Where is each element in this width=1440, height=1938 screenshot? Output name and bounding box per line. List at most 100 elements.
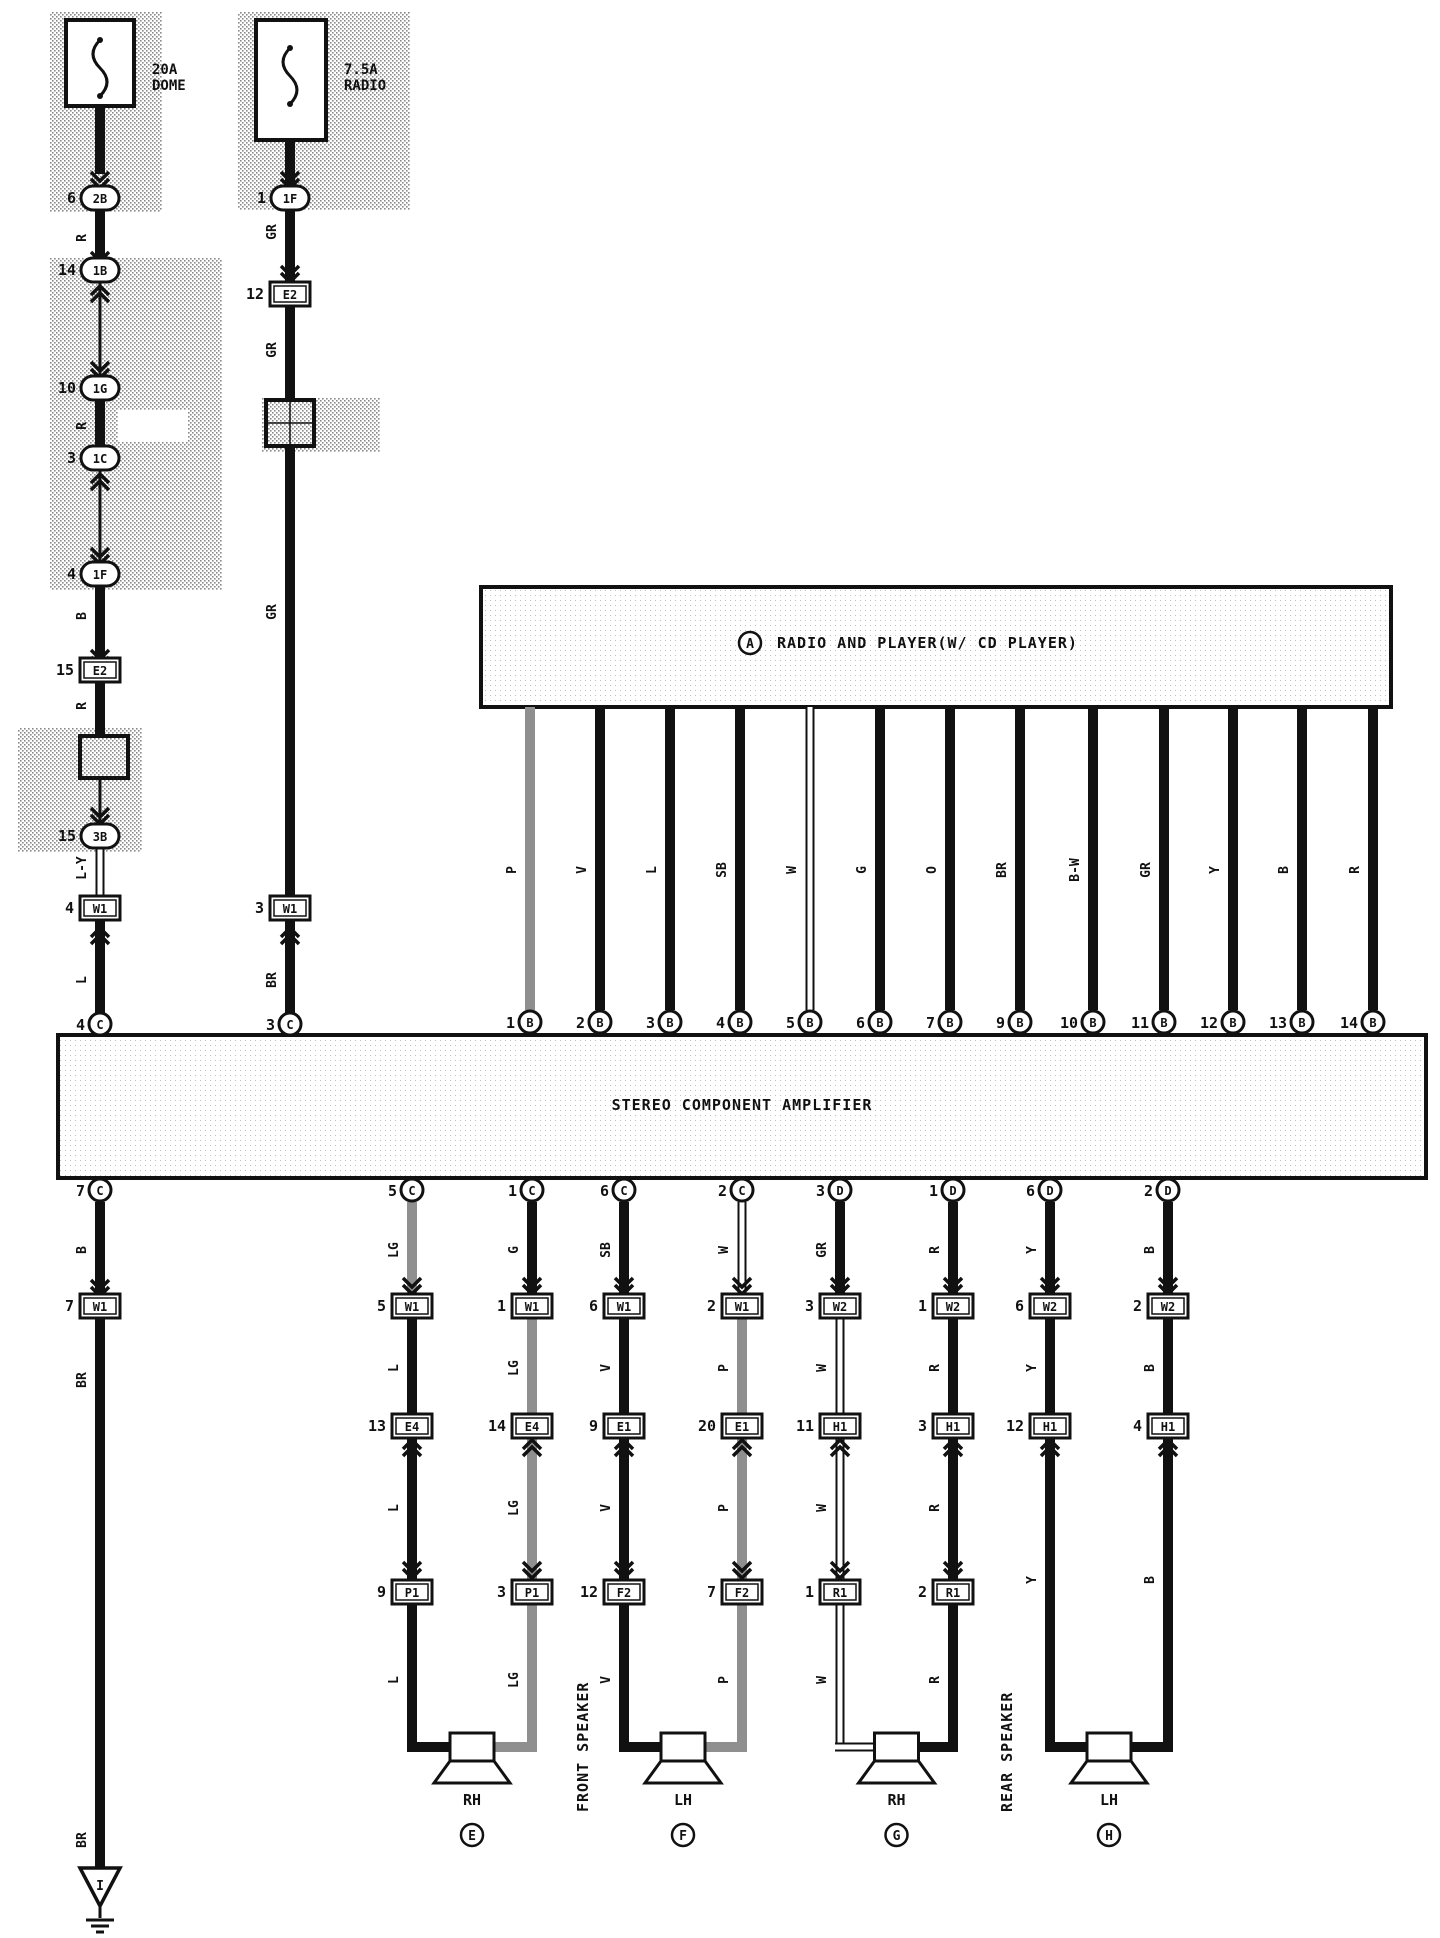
conn-1f-a-pin: 4 [67,565,76,583]
speaker-icon-1 [642,1759,724,1785]
spk-arrow-6-b-2 [1039,1444,1061,1458]
amp-pin-b13 [1289,1009,1315,1035]
amp-pin-c4-code: C [96,1018,103,1032]
spk-conn-2-w-inner [607,1297,641,1315]
spk-conn-0-p-inner [395,1583,429,1601]
fuse-icon [281,46,299,106]
shaded-regions [18,12,410,852]
fuse-dome: 20A DOME [64,18,186,108]
spk-arrow-5-a-2 [942,1276,964,1290]
amp-pin-b11-pin: 11 [1131,1014,1149,1032]
amp-pin-b10 [1080,1009,1106,1035]
spk-conn-3-e-inner [725,1417,759,1435]
speaker-magnet-1 [659,1731,707,1763]
amp-pin-b2-code: B [596,1016,603,1030]
spk-conn-1-e-code: E4 [525,1420,539,1434]
radio-amp-color-6: G [855,866,870,874]
spk-color-4-a: GR [815,1242,830,1258]
radio-amp-color-1: P [505,866,520,874]
ground-color-b: B [75,1246,90,1254]
speaker-icon-2 [855,1759,938,1785]
amp-pin-b14-code: B [1369,1016,1376,1030]
dome-arrow-5-2 [89,478,111,492]
conn-1b-code: 1B [93,264,107,278]
speaker-letter-badge-0 [459,1822,485,1848]
spk-conn-6-e-code: H1 [1043,1420,1057,1434]
spk-arrow-1-c-2 [521,1560,543,1574]
spk-conn-5-e-code: H1 [946,1420,960,1434]
spk-amp-pin-6 [1037,1177,1063,1203]
ground-point-label: I [96,1879,104,1894]
spk-arrow-7-b [1157,1437,1179,1451]
spk-amp-pin-4-pin: 3 [816,1182,825,1200]
spk-color-0-d: L [387,1676,402,1684]
spk-conn-5-w-inner [936,1297,970,1315]
rear-speaker-label: REAR SPEAKER [998,1692,1016,1812]
speaker-magnet-2 [873,1731,920,1763]
amp-pin-b5 [797,1009,823,1035]
spk-color-6-a: Y [1025,1246,1040,1254]
speaker-side-1: LH [674,1791,692,1809]
ground-arrow-2 [89,1278,111,1292]
spk-color-5-a: R [928,1246,943,1254]
spk-arrow-7-b-2 [1157,1444,1179,1458]
conn-e2-a-inner [83,661,117,679]
conn-w1-ground-pin: 7 [65,1297,74,1315]
spk-color-7-d: B [1143,1576,1158,1584]
dome-arrow-3 [89,283,111,297]
conn-e2-a-code: E2 [93,664,107,678]
speaker-icon-0 [431,1759,513,1785]
spk-arrow-2-a-2 [613,1276,635,1290]
spk-arrow-1-b [521,1437,543,1451]
spk-conn-4-w-pin: 3 [805,1297,814,1315]
spk-color-0-b: L [387,1364,402,1372]
spk-conn-6-w-code: W2 [1043,1300,1057,1314]
dome-arrow-9-2 [89,932,111,946]
spk-color-6-b: Y [1025,1364,1040,1372]
conn-3b-code: 3B [93,830,107,844]
spk-conn-6-e-inner [1033,1417,1067,1435]
spk-arrow-0-b [401,1437,423,1451]
conn-w1-ground-code: W1 [93,1300,107,1314]
amp-pin-b12 [1220,1009,1246,1035]
speaker-side-3: LH [1100,1791,1118,1809]
spk-color-4-c: W [815,1504,830,1512]
conn-2b-code: 2B [93,192,107,206]
spk-amp-pin-7-pin: 2 [1144,1182,1153,1200]
spk-conn-7-e-inner [1151,1417,1185,1435]
radio-amp-color-12: Y [1208,866,1223,874]
amp-pin-c7 [87,1177,113,1203]
spk-conn-4-e-inner [823,1417,857,1435]
spk-amp-pin-0-pin: 5 [388,1182,397,1200]
dome-arrow-3-2 [89,290,111,304]
radio-color-gr1: GR [265,224,280,240]
spk-color-3-d: P [717,1676,732,1684]
spk-conn-0-e-inner [395,1417,429,1435]
spk-arrow-1-b-2 [521,1444,543,1458]
spk-conn-0-p-code: P1 [405,1586,419,1600]
spk-color-1-a: G [507,1246,522,1254]
spk-arrow-3-c-2 [731,1560,753,1574]
spk-amp-pin-1-pin: 1 [508,1182,517,1200]
spk-arrow-5-c-2 [942,1560,964,1574]
dome-color-r2: R [75,422,90,430]
conn-1f-b-code: 1F [283,192,297,206]
speaker-side-2: RH [887,1791,905,1809]
conn-2b-pin: 6 [67,189,76,207]
spk-conn-5-e-inner [936,1417,970,1435]
spk-conn-1-w-pin: 1 [497,1297,506,1315]
radio-amp-color-2: V [575,866,590,874]
fuse-radio-rating: 7.5A [344,62,378,78]
amp-pin-c4-pin: 4 [76,1016,85,1034]
amp-pin-b4-code: B [736,1016,743,1030]
radio-letter-badge [737,630,763,656]
spk-arrow-4-c [829,1567,851,1581]
spk-color-7-b: B [1143,1364,1158,1372]
spk-conn-3-p-inner [725,1583,759,1601]
amp-pin-b10-pin: 10 [1060,1014,1078,1032]
speaker-letter-1: F [679,1829,687,1844]
spk-amp-pin-1 [519,1177,545,1203]
radio-arrow-2-2 [279,264,301,278]
fuse-icon [91,38,109,98]
